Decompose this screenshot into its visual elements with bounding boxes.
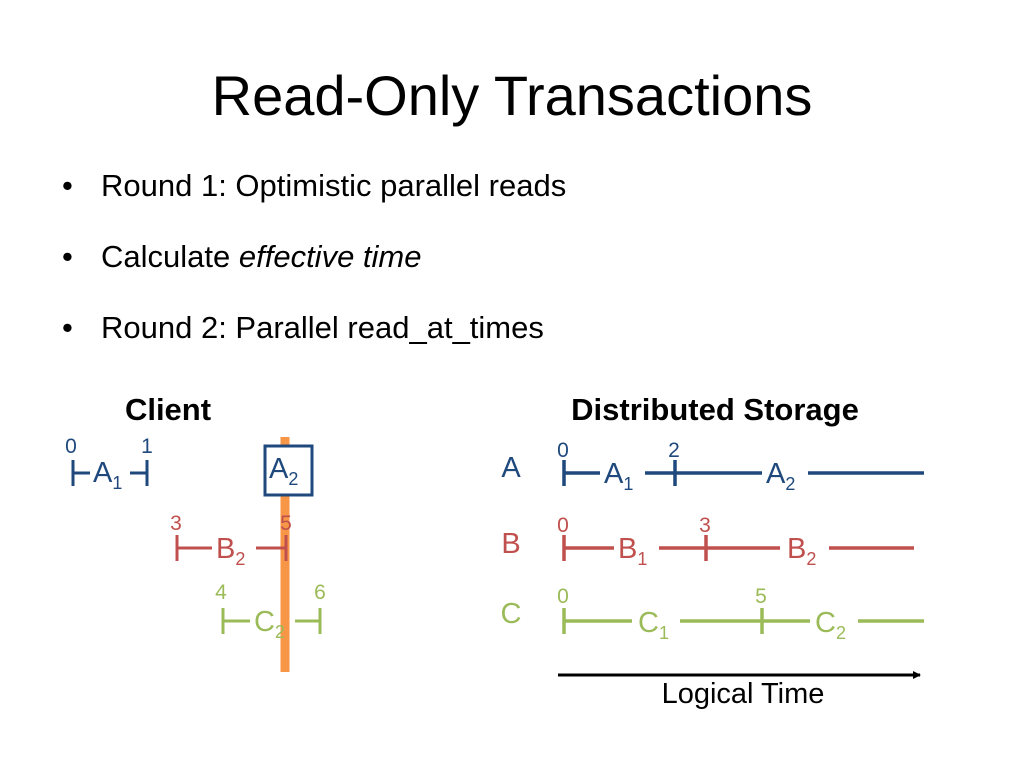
storage-a2-label: A2	[766, 458, 795, 494]
storage-c-mid-tick-label: 5	[755, 585, 767, 608]
client-a1-label: A1	[93, 457, 122, 493]
client-a1-start-tick-label: 0	[65, 435, 77, 458]
bullet-text: Calculate	[101, 239, 239, 274]
storage-heading: Distributed Storage	[571, 392, 859, 427]
storage-b-start-tick-label: 0	[557, 514, 569, 537]
bullet-item: • Calculate effective time	[60, 237, 566, 277]
bullet-item: • Round 2: Parallel read_at_times	[60, 308, 566, 348]
client-a2-box	[263, 444, 314, 497]
storage-row-label-a: A	[501, 452, 521, 484]
storage-c-timeline	[562, 608, 924, 634]
storage-row-label-b: B	[501, 528, 520, 560]
client-c2-label: C2	[254, 606, 285, 642]
client-b2-segment	[175, 535, 288, 561]
storage-b-timeline	[562, 535, 914, 561]
client-a1-segment	[71, 460, 149, 486]
client-c2-segment	[221, 608, 322, 634]
bullet-dot: •	[62, 168, 73, 203]
bullet-text: Round 2: Parallel read_at_times	[101, 310, 544, 345]
client-heading: Client	[125, 392, 211, 427]
storage-a1-label: A1	[604, 458, 633, 494]
client-b2-label: B2	[216, 533, 245, 569]
bullet-list: • Round 1: Optimistic parallel reads • C…	[60, 166, 566, 379]
logical-time-label: Logical Time	[662, 678, 825, 710]
storage-a-timeline	[562, 460, 924, 486]
bullet-text: Round 1: Optimistic parallel reads	[101, 168, 567, 203]
bullet-dot: •	[62, 310, 73, 345]
client-b2-end-tick-label: 5	[280, 512, 292, 535]
storage-a-mid-tick-label: 2	[668, 439, 680, 462]
storage-row-label-c: C	[501, 598, 522, 630]
client-a1-end-tick-label: 1	[141, 435, 153, 458]
client-c2-end-tick-label: 6	[314, 581, 326, 604]
storage-c-start-tick-label: 0	[557, 585, 569, 608]
bullet-emphasis: effective time	[238, 239, 422, 274]
bullet-item: • Round 1: Optimistic parallel reads	[60, 166, 566, 206]
storage-b2-label: B2	[787, 533, 816, 569]
storage-b-mid-tick-label: 3	[699, 514, 711, 537]
slide-title: Read-Only Transactions	[211, 64, 813, 127]
storage-a-start-tick-label: 0	[557, 439, 569, 462]
client-b2-start-tick-label: 3	[170, 512, 182, 535]
client-c2-start-tick-label: 4	[215, 581, 227, 604]
client-a2-label: A2	[269, 453, 298, 489]
storage-b1-label: B1	[618, 533, 647, 569]
storage-c1-label: C1	[638, 607, 669, 643]
bullet-dot: •	[62, 239, 73, 274]
storage-c2-label: C2	[815, 607, 846, 643]
